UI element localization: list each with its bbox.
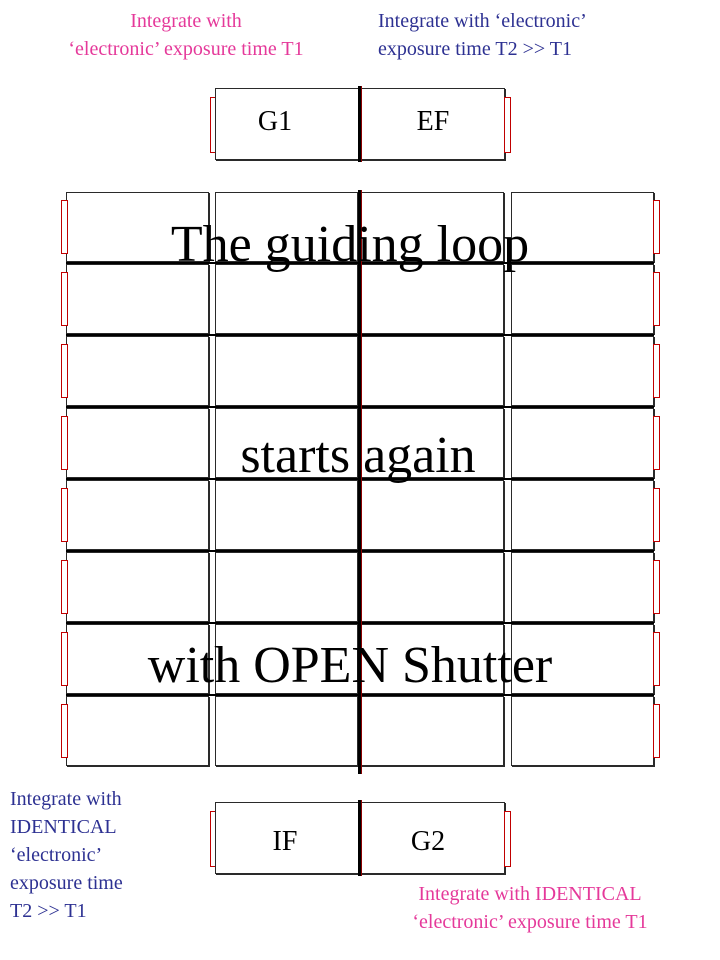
grid-cell <box>215 336 358 406</box>
grid-cell <box>66 336 209 406</box>
overlay-line-3: with OPEN Shutter <box>147 637 553 694</box>
annotation-top-left: Integrate with ‘electronic’ exposure tim… <box>26 7 346 63</box>
grid-cell <box>511 480 654 550</box>
annotation-bottom-left-line4: exposure time <box>10 872 123 894</box>
grid-left-tab <box>61 704 68 758</box>
label-g1: G1 <box>257 106 293 137</box>
grid-cell <box>66 480 209 550</box>
grid-cell <box>215 408 358 478</box>
annotation-top-left-line1: Integrate with <box>130 10 242 32</box>
grid-left-tab <box>61 488 68 542</box>
grid-cell <box>361 480 504 550</box>
annotation-bottom-right: Integrate with IDENTICAL ‘electronic’ ex… <box>360 880 700 936</box>
top-divider <box>358 86 361 162</box>
overlay-line-2: starts again <box>240 427 476 484</box>
grid-cell <box>511 264 654 334</box>
annotation-bottom-left-line1: Integrate with <box>10 788 122 810</box>
grid-left-tab <box>61 416 68 470</box>
bottom-divider <box>358 800 361 876</box>
grid-cell <box>511 552 654 622</box>
grid-cell <box>66 696 209 766</box>
grid-cell <box>361 624 504 694</box>
grid-right-tab <box>653 200 660 254</box>
grid-right-tab <box>653 632 660 686</box>
grid-cell <box>511 624 654 694</box>
grid-left-tab <box>61 632 68 686</box>
sensor-ef <box>361 88 505 160</box>
grid-right-tab <box>653 344 660 398</box>
grid-right-tab <box>653 704 660 758</box>
grid-left-tab <box>61 272 68 326</box>
grid-right-tab <box>653 272 660 326</box>
annotation-bottom-right-line2: ‘electronic’ exposure time T1 <box>412 911 648 933</box>
grid-cell <box>511 192 654 262</box>
bottom-right-tab <box>504 811 511 867</box>
grid-cell <box>361 264 504 334</box>
label-ef: EF <box>416 106 450 137</box>
top-right-tab <box>504 97 511 153</box>
annotation-top-left-line2: ‘electronic’ exposure time T1 <box>68 38 304 60</box>
label-if: IF <box>272 826 298 857</box>
center-divider <box>358 190 361 774</box>
grid-cell <box>361 408 504 478</box>
grid-cell <box>66 552 209 622</box>
grid-cell <box>511 696 654 766</box>
grid-right-tab <box>653 488 660 542</box>
grid-right-tab <box>653 560 660 614</box>
annotation-bottom-left-line3: ‘electronic’ <box>10 844 103 866</box>
grid-cell <box>215 552 358 622</box>
grid-cell <box>511 408 654 478</box>
annotation-bottom-left: Integrate with IDENTICAL ‘electronic’ ex… <box>10 785 210 925</box>
grid-cell <box>361 192 504 262</box>
grid-cell <box>66 192 209 262</box>
annotation-bottom-left-line2: IDENTICAL <box>10 816 117 838</box>
annotation-bottom-right-line1: Integrate with IDENTICAL <box>418 883 642 905</box>
grid-cell <box>66 408 209 478</box>
grid-cell <box>361 552 504 622</box>
overlay-line-1: The guiding loop <box>170 216 530 273</box>
grid-cell <box>215 624 358 694</box>
grid-cell <box>215 480 358 550</box>
grid-cell <box>511 336 654 406</box>
grid-left-tab <box>61 560 68 614</box>
grid-cell <box>66 264 209 334</box>
grid-cell <box>215 696 358 766</box>
grid-cell <box>361 336 504 406</box>
grid-left-tab <box>61 200 68 254</box>
grid-right-tab <box>653 416 660 470</box>
label-g2: G2 <box>410 826 446 857</box>
annotation-top-right-line1: Integrate with ‘electronic’ <box>378 10 587 32</box>
annotation-top-right: Integrate with ‘electronic’ exposure tim… <box>378 7 708 63</box>
grid-cell <box>66 624 209 694</box>
grid-left-tab <box>61 344 68 398</box>
grid-cell <box>215 192 358 262</box>
annotation-top-right-line2: exposure time T2 >> T1 <box>378 38 573 60</box>
annotation-bottom-left-line5: T2 >> T1 <box>10 900 87 922</box>
grid-cell <box>361 696 504 766</box>
grid-cell <box>215 264 358 334</box>
sensor-if <box>215 802 359 874</box>
